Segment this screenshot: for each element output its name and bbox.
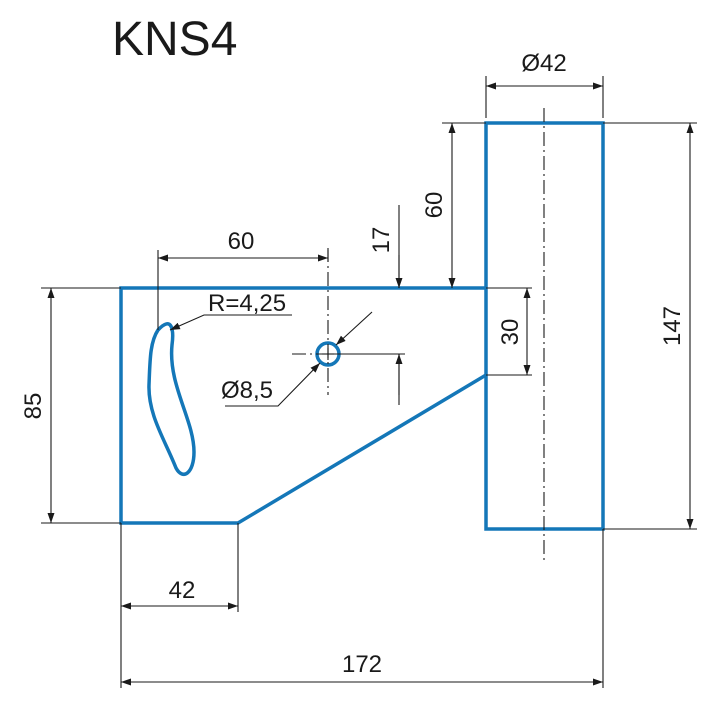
label-17: 17 [368, 227, 395, 254]
bracket-plate [119, 286, 487, 525]
label-42: 42 [169, 577, 196, 604]
extension-lines [41, 76, 697, 688]
label-hole-diameter: Ø8,5 [221, 377, 273, 404]
label-diameter-42: Ø42 [521, 50, 566, 77]
label-60-horizontal: 60 [228, 228, 255, 255]
hole-diameter-leader-lower [225, 362, 321, 407]
dimension-lines [47, 82, 694, 686]
label-60-vertical: 60 [421, 192, 448, 219]
dimension-labels: Ø42 147 60 17 60 85 30 42 172 R=4,25 Ø8,… [20, 50, 686, 678]
hole-diameter-leader-upper [335, 311, 373, 346]
radius-leader [169, 314, 292, 331]
label-85: 85 [20, 393, 47, 420]
label-radius: R=4,25 [208, 290, 286, 317]
hole-center-mark [322, 348, 334, 360]
curved-slot [147, 322, 196, 476]
drawing-title: KNS4 [112, 13, 237, 66]
part-outline [119, 121, 605, 531]
label-147: 147 [659, 306, 686, 346]
label-172: 172 [342, 651, 382, 678]
label-30: 30 [497, 319, 524, 346]
